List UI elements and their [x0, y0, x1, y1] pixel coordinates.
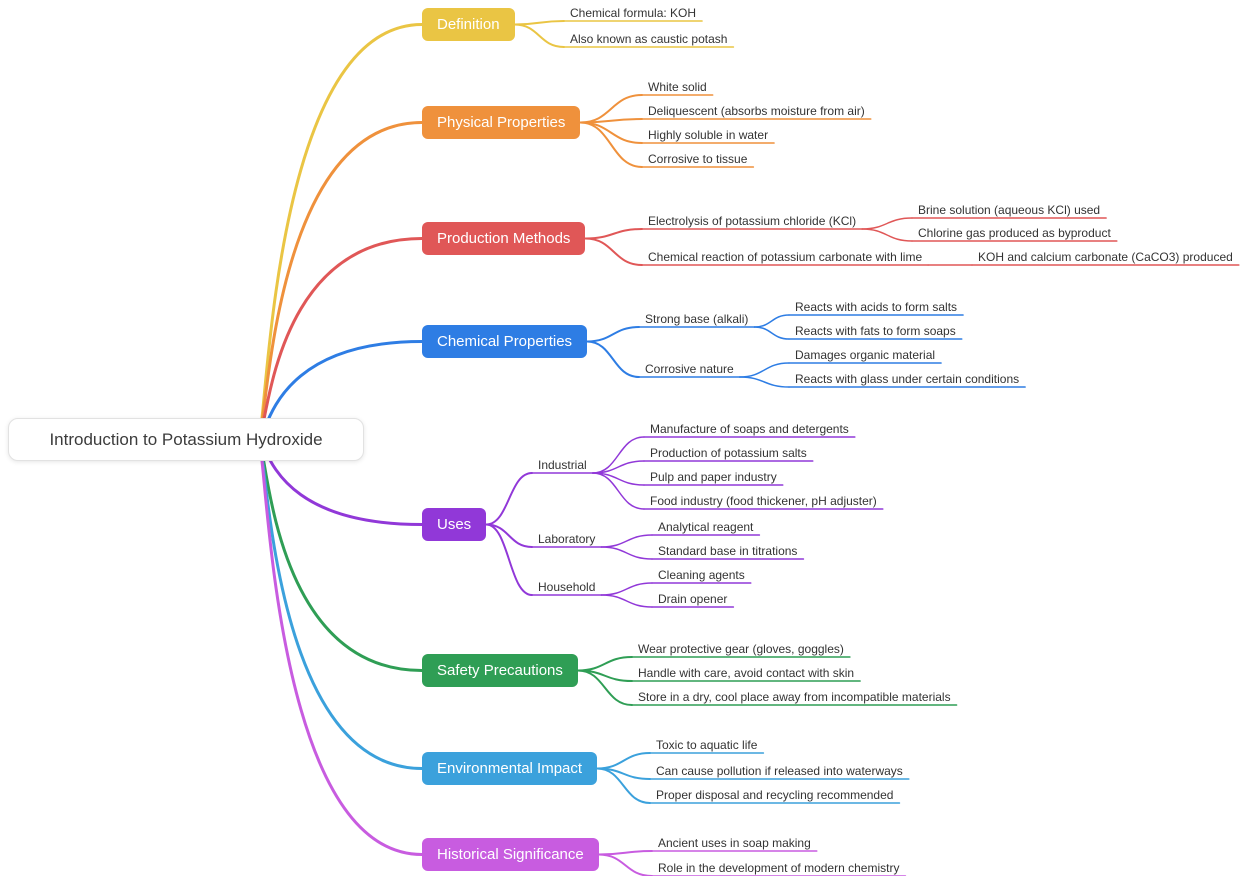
node-pulp-paper-industry[interactable]: Pulp and paper industry — [650, 470, 777, 484]
branch-safety-precautions[interactable]: Safety Precautions — [422, 654, 578, 687]
branch-definition[interactable]: Definition — [422, 8, 515, 41]
node-modern-chemistry-role[interactable]: Role in the development of modern chemis… — [658, 861, 900, 875]
node-household[interactable]: Household — [538, 580, 596, 594]
node-base-in-titrations[interactable]: Standard base in titrations — [658, 544, 798, 558]
node-damages-organic-material[interactable]: Damages organic material — [795, 348, 936, 362]
branch-chemical-properties[interactable]: Chemical Properties — [422, 325, 588, 358]
node-food-industry[interactable]: Food industry (food thickener, pH adjust… — [650, 494, 877, 508]
node-drain-opener[interactable]: Drain opener — [658, 592, 728, 606]
node-white-solid[interactable]: White solid — [648, 80, 707, 94]
node-deliquescent[interactable]: Deliquescent (absorbs moisture from air) — [648, 104, 865, 118]
node-corrosive-to-tissue[interactable]: Corrosive to tissue — [648, 152, 748, 166]
node-industrial[interactable]: Industrial — [538, 458, 587, 472]
node-storage-guidance[interactable]: Store in a dry, cool place away from inc… — [638, 690, 951, 704]
branch-historical-significance[interactable]: Historical Significance — [422, 838, 599, 871]
node-toxic-aquatic-life[interactable]: Toxic to aquatic life — [656, 738, 758, 752]
node-corrosive-nature[interactable]: Corrosive nature — [645, 362, 734, 376]
node-potassium-salts[interactable]: Production of potassium salts — [650, 446, 807, 460]
node-caustic-potash[interactable]: Also known as caustic potash — [570, 32, 728, 46]
node-protective-gear[interactable]: Wear protective gear (gloves, goggles) — [638, 642, 844, 656]
branch-uses[interactable]: Uses — [422, 508, 487, 541]
node-reacts-acids-salts[interactable]: Reacts with acids to form salts — [795, 300, 958, 314]
branch-environmental-impact[interactable]: Environmental Impact — [422, 752, 598, 785]
node-soaps-detergents[interactable]: Manufacture of soaps and detergents — [650, 422, 849, 436]
node-strong-base[interactable]: Strong base (alkali) — [645, 312, 749, 326]
node-laboratory[interactable]: Laboratory — [538, 532, 596, 546]
node-analytical-reagent[interactable]: Analytical reagent — [658, 520, 754, 534]
node-chlorine-byproduct[interactable]: Chlorine gas produced as byproduct — [918, 226, 1111, 240]
node-electrolysis-kcl[interactable]: Electrolysis of potassium chloride (KCl) — [648, 214, 857, 228]
node-pollution-waterways[interactable]: Can cause pollution if released into wat… — [656, 764, 903, 778]
node-chemical-formula[interactable]: Chemical formula: KOH — [570, 6, 697, 20]
node-koh-caco3-produced[interactable]: KOH and calcium carbonate (CaCO3) produc… — [978, 250, 1233, 264]
node-soluble-in-water[interactable]: Highly soluble in water — [648, 128, 769, 142]
node-cleaning-agents[interactable]: Cleaning agents — [658, 568, 745, 582]
node-disposal-recycling[interactable]: Proper disposal and recycling recommende… — [656, 788, 894, 802]
branch-production-methods[interactable]: Production Methods — [422, 222, 586, 255]
node-reacts-with-glass[interactable]: Reacts with glass under certain conditio… — [795, 372, 1020, 386]
node-reacts-fats-soaps[interactable]: Reacts with fats to form soaps — [795, 324, 956, 338]
node-carbonate-lime-reaction[interactable]: Chemical reaction of potassium carbonate… — [648, 250, 923, 264]
root-node[interactable]: Introduction to Potassium Hydroxide — [8, 418, 364, 461]
node-ancient-soap-making[interactable]: Ancient uses in soap making — [658, 836, 811, 850]
node-brine-solution[interactable]: Brine solution (aqueous KCl) used — [918, 203, 1101, 217]
branch-physical-properties[interactable]: Physical Properties — [422, 106, 581, 139]
node-handle-with-care[interactable]: Handle with care, avoid contact with ski… — [638, 666, 855, 680]
